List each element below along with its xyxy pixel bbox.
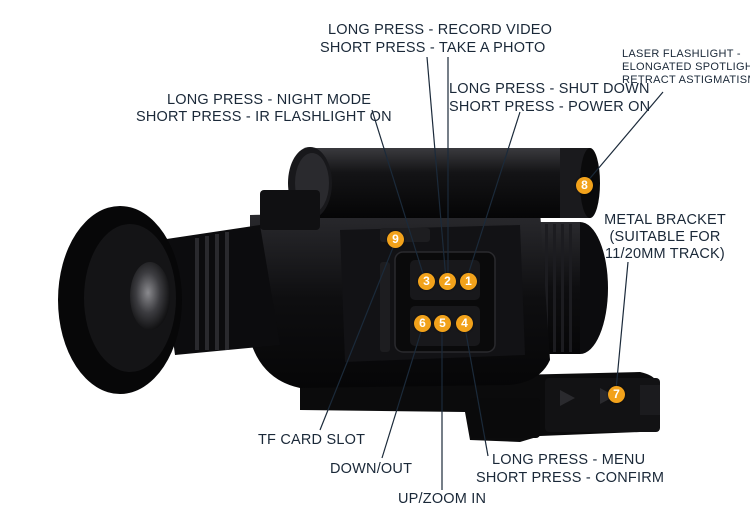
callout-lines bbox=[319, 56, 664, 490]
label-suitable-for: (SUITABLE FOR bbox=[609, 229, 721, 245]
label-laser-line3: RETRACT ASTIGMATISM bbox=[622, 74, 750, 86]
badge-9: 9 bbox=[387, 231, 404, 248]
label-take-photo: SHORT PRESS - TAKE A PHOTO bbox=[320, 40, 546, 56]
label-tf-card-slot: TF CARD SLOT bbox=[258, 432, 366, 448]
eyepiece bbox=[58, 206, 280, 394]
badge-8: 8 bbox=[576, 177, 593, 194]
label-track-size: 11/20MM TRACK) bbox=[605, 246, 725, 262]
label-menu: LONG PRESS - MENU bbox=[492, 452, 646, 468]
badge-7: 7 bbox=[608, 386, 625, 403]
label-confirm: SHORT PRESS - CONFIRM bbox=[476, 470, 665, 486]
badge-6: 6 bbox=[414, 315, 431, 332]
badge-4: 4 bbox=[456, 315, 473, 332]
laser-flashlight-tube bbox=[260, 147, 600, 230]
label-night-mode: LONG PRESS - NIGHT MODE bbox=[167, 92, 372, 108]
label-metal-bracket: METAL BRACKET bbox=[604, 212, 726, 228]
badge-2: 2 bbox=[439, 273, 456, 290]
label-laser-line2: ELONGATED SPOTLIGHT bbox=[622, 61, 750, 73]
label-power-on: SHORT PRESS - POWER ON bbox=[449, 99, 651, 115]
label-ir-flashlight: SHORT PRESS - IR FLASHLIGHT ON bbox=[136, 109, 392, 125]
badge-5: 5 bbox=[434, 315, 451, 332]
badge-3: 3 bbox=[418, 273, 435, 290]
rail-mount bbox=[300, 372, 660, 442]
label-down-out: DOWN/OUT bbox=[330, 461, 413, 477]
label-shut-down: LONG PRESS - SHUT DOWN bbox=[449, 81, 650, 97]
label-record-video: LONG PRESS - RECORD VIDEO bbox=[328, 22, 553, 38]
label-up-zoom-in: UP/ZOOM IN bbox=[398, 491, 487, 507]
badge-1: 1 bbox=[460, 273, 477, 290]
label-laser-line1: LASER FLASHLIGHT - bbox=[622, 48, 741, 60]
